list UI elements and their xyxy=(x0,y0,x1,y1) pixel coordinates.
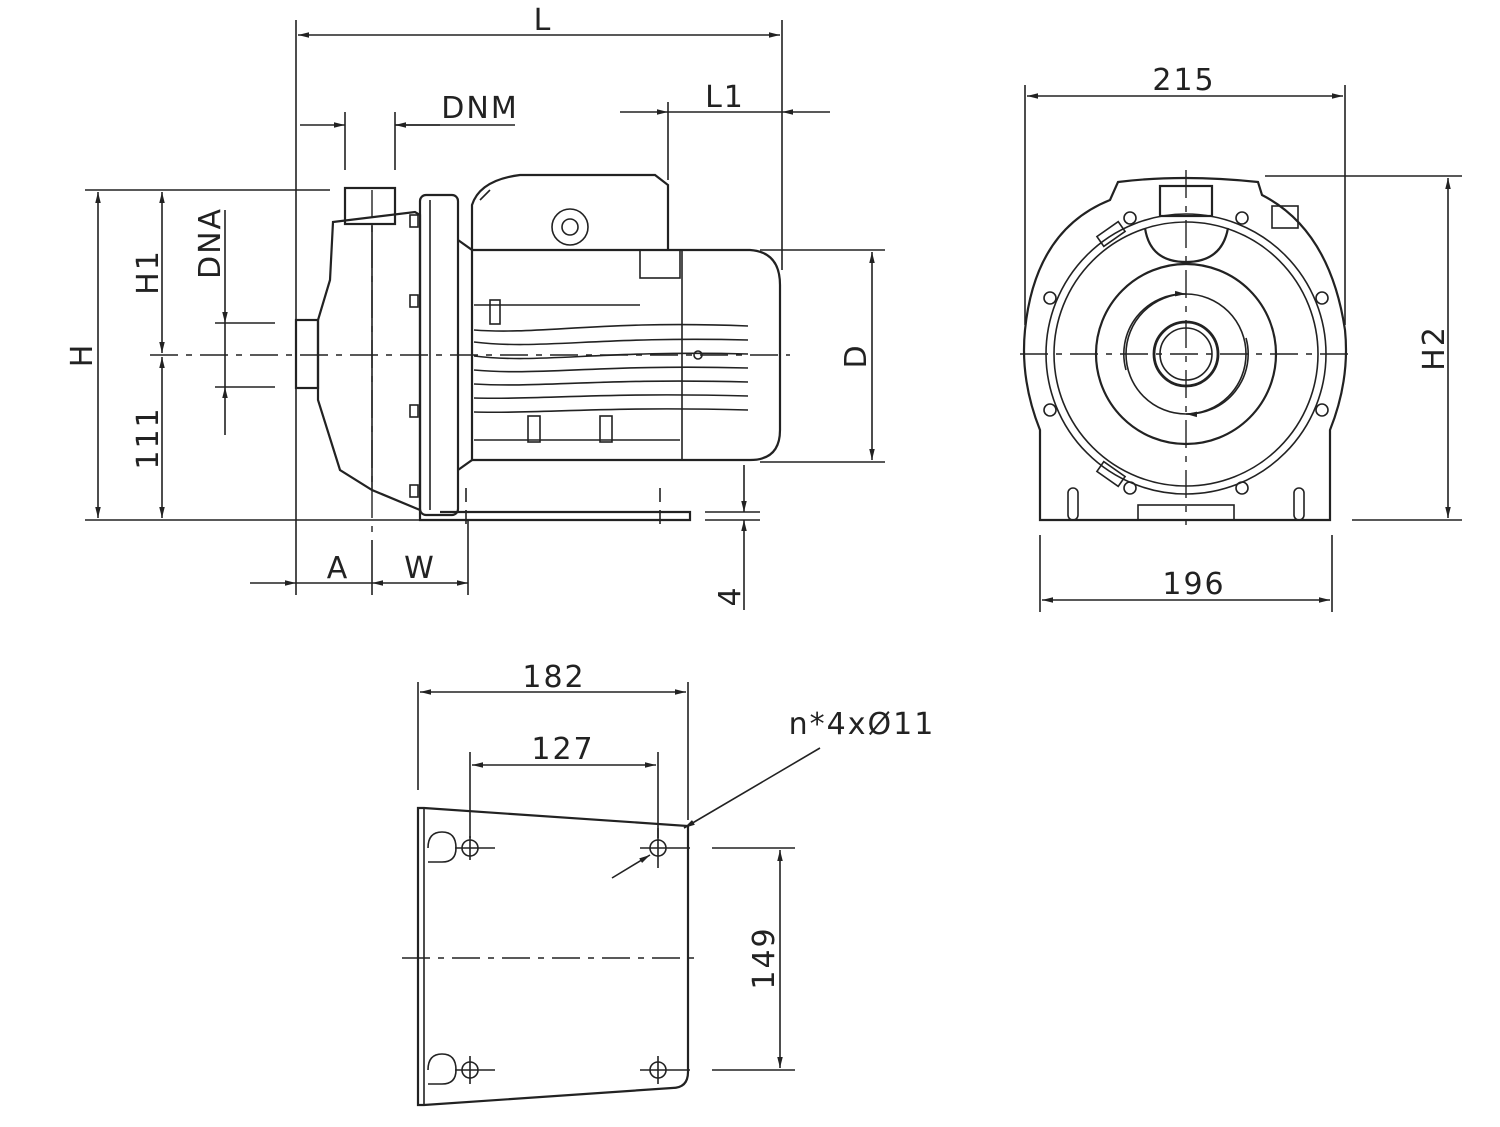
label-A: A xyxy=(327,551,350,586)
label-111: 111 xyxy=(131,406,166,469)
base-plate-outline xyxy=(416,806,690,1107)
motor-body xyxy=(472,248,782,462)
side-view: L L1 DNM H H1 111 DNA D 4 A xyxy=(65,3,885,610)
base-plate-view: 182 127 149 n*4xØ11 xyxy=(402,660,936,1107)
label-149: 149 xyxy=(747,926,782,989)
label-L1: L1 xyxy=(705,80,745,115)
discharge-nozzle xyxy=(343,186,397,226)
pump-casing xyxy=(316,210,422,512)
front-housing-outline xyxy=(1022,176,1348,522)
label-DNM: DNM xyxy=(441,91,518,126)
label-W: W xyxy=(404,551,436,586)
cooling-fins xyxy=(473,299,749,443)
hole-leader xyxy=(683,747,821,829)
front-view: 215 196 H2 xyxy=(1020,63,1462,612)
label-H: H xyxy=(65,343,100,368)
label-H2: H2 xyxy=(1417,325,1452,371)
terminal-box xyxy=(470,173,670,250)
label-H1: H1 xyxy=(131,249,166,295)
label-holes: n*4xØ11 xyxy=(789,707,936,742)
suction-nozzle xyxy=(294,318,320,390)
label-4: 4 xyxy=(713,585,748,606)
label-D: D xyxy=(839,343,874,368)
mounting-holes xyxy=(455,828,690,1084)
label-196: 196 xyxy=(1162,567,1225,602)
label-127: 127 xyxy=(531,732,594,767)
label-L: L xyxy=(534,3,553,38)
base-foot xyxy=(418,510,692,522)
front-bolts xyxy=(1043,211,1329,495)
label-182: 182 xyxy=(522,660,585,695)
label-DNA: DNA xyxy=(193,207,228,279)
label-215: 215 xyxy=(1152,63,1215,98)
